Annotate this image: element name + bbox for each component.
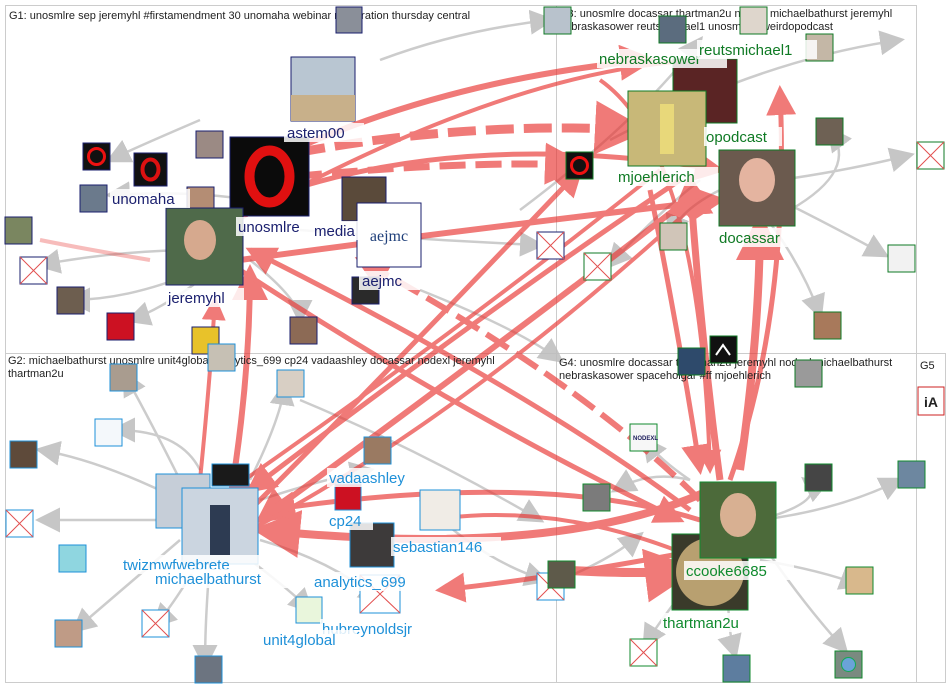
label-michaelbathurst: michaelbathurst: [155, 571, 262, 588]
node-avatar[interactable]: [543, 6, 572, 35]
node-avatar[interactable]: [547, 560, 576, 589]
group-title-g3-wrap: G3: unosmlre docassar thartman2u nodexl …: [559, 8, 893, 33]
docassar-face: [739, 158, 775, 202]
unosmlre-logo-icon: [244, 145, 295, 208]
caret-icon: [715, 343, 731, 356]
node-avatar[interactable]: [794, 359, 823, 388]
node-avatar[interactable]: [629, 423, 658, 452]
node-avatar[interactable]: [58, 544, 87, 573]
label-thartman2u: thartman2u: [663, 615, 739, 632]
broken-image-icon: [583, 252, 612, 281]
label-reutsmichael1: reutsmichael1: [699, 42, 792, 59]
node-avatar[interactable]: [804, 463, 833, 492]
label-sebastian146: sebastian146: [393, 539, 482, 556]
node-avatar[interactable]: [207, 343, 236, 372]
node-avatar[interactable]: [54, 619, 83, 648]
label-jeremyhl: jeremyhl: [167, 290, 225, 307]
node-astem00-avatar-shade: [291, 95, 355, 121]
node-avatar[interactable]: [887, 244, 916, 273]
node-aejmc-avatar[interactable]: [356, 202, 422, 268]
label-docassar: docassar: [719, 230, 780, 247]
node-avatar[interactable]: [722, 654, 751, 683]
globe-icon: [841, 657, 856, 672]
group-title-g3: G3: unosmlre docassar thartman2u nodexl …: [559, 8, 893, 33]
label-aejmc: aejmc: [362, 273, 403, 290]
small-nodes: iA: [4, 6, 945, 684]
node-avatar[interactable]: [295, 596, 323, 624]
mjoehlerich-tower: [660, 104, 674, 154]
broken-image-icon: [5, 509, 34, 538]
node-unosml-logo: [570, 156, 589, 175]
node-avatar[interactable]: [739, 6, 768, 35]
label-unosmlre: unosmlre: [238, 219, 300, 236]
label-analytics-699: analytics_699: [314, 574, 406, 591]
label-astem00: astem00: [287, 125, 345, 142]
node-avatar[interactable]: [845, 566, 874, 595]
label-nodexl: NODEXL: [633, 436, 658, 442]
label-media: media: [314, 223, 356, 240]
node-avatar[interactable]: [276, 369, 305, 398]
node-avatar[interactable]: [815, 117, 844, 146]
broken-image-icon: [916, 141, 945, 170]
label-cp24: cp24: [329, 513, 362, 530]
node-avatar[interactable]: [659, 222, 688, 251]
broken-image-icon: [629, 638, 658, 667]
node-avatar[interactable]: [194, 655, 223, 684]
node-avatar[interactable]: [195, 130, 224, 159]
jeremyhl-face: [184, 220, 216, 260]
node-avatar[interactable]: [106, 312, 135, 341]
node-avatar[interactable]: [335, 6, 363, 34]
node-unomaha-logo: [87, 147, 106, 166]
node-avatar[interactable]: [109, 363, 138, 392]
node-avatar[interactable]: [334, 483, 362, 511]
label-ccooke6685: ccooke6685: [686, 563, 767, 580]
node-avatar[interactable]: [813, 311, 842, 340]
label-vadaashley: vadaashley: [329, 470, 405, 487]
node-avatar[interactable]: [94, 418, 123, 447]
node-avatar[interactable]: [582, 483, 611, 512]
node-avatar[interactable]: [79, 184, 108, 213]
node-labels: astem00 unomaha unosmlre media aejmc jer…: [110, 40, 817, 649]
unomaha-logo-icon: [140, 157, 161, 182]
group-title-g5: G5: [920, 360, 935, 372]
aejmc-logo-text: aejmc: [370, 228, 408, 245]
broken-image-icon: [19, 256, 48, 285]
node-avatar[interactable]: [709, 335, 738, 364]
label-unomaha: unomaha: [112, 191, 175, 208]
node-avatar[interactable]: [9, 440, 38, 469]
node-avatar[interactable]: [4, 216, 33, 245]
node-avatar[interactable]: [289, 316, 318, 345]
node-avatar[interactable]: [211, 463, 250, 487]
node-avatar[interactable]: [677, 347, 706, 376]
node-avatar[interactable]: [658, 15, 687, 44]
panel-grid: [5, 5, 946, 683]
broken-image-icon: [536, 231, 565, 260]
michaelbathurst-figure: [210, 505, 230, 555]
broken-image-icon: [141, 609, 170, 638]
node-ia[interactable]: [917, 386, 945, 416]
node-avatar[interactable]: [56, 286, 85, 315]
ccooke6685-face: [720, 493, 756, 537]
node-avatar[interactable]: [363, 436, 392, 465]
label-nebraskasower: nebraskasower: [599, 51, 701, 68]
label-mjoehlerich: mjoehlerich: [618, 169, 695, 186]
label-unit4global: unit4global: [263, 632, 336, 649]
node-avatar[interactable]: [834, 650, 863, 679]
label-opodcast: opodcast: [706, 129, 768, 146]
node-avatar[interactable]: [897, 460, 926, 489]
group-title-g1: G1: unosmlre sep jeremyhl #firstamendmen…: [9, 10, 470, 22]
ia-logo-text: iA: [924, 394, 938, 410]
node-avatar[interactable]: [419, 489, 461, 531]
